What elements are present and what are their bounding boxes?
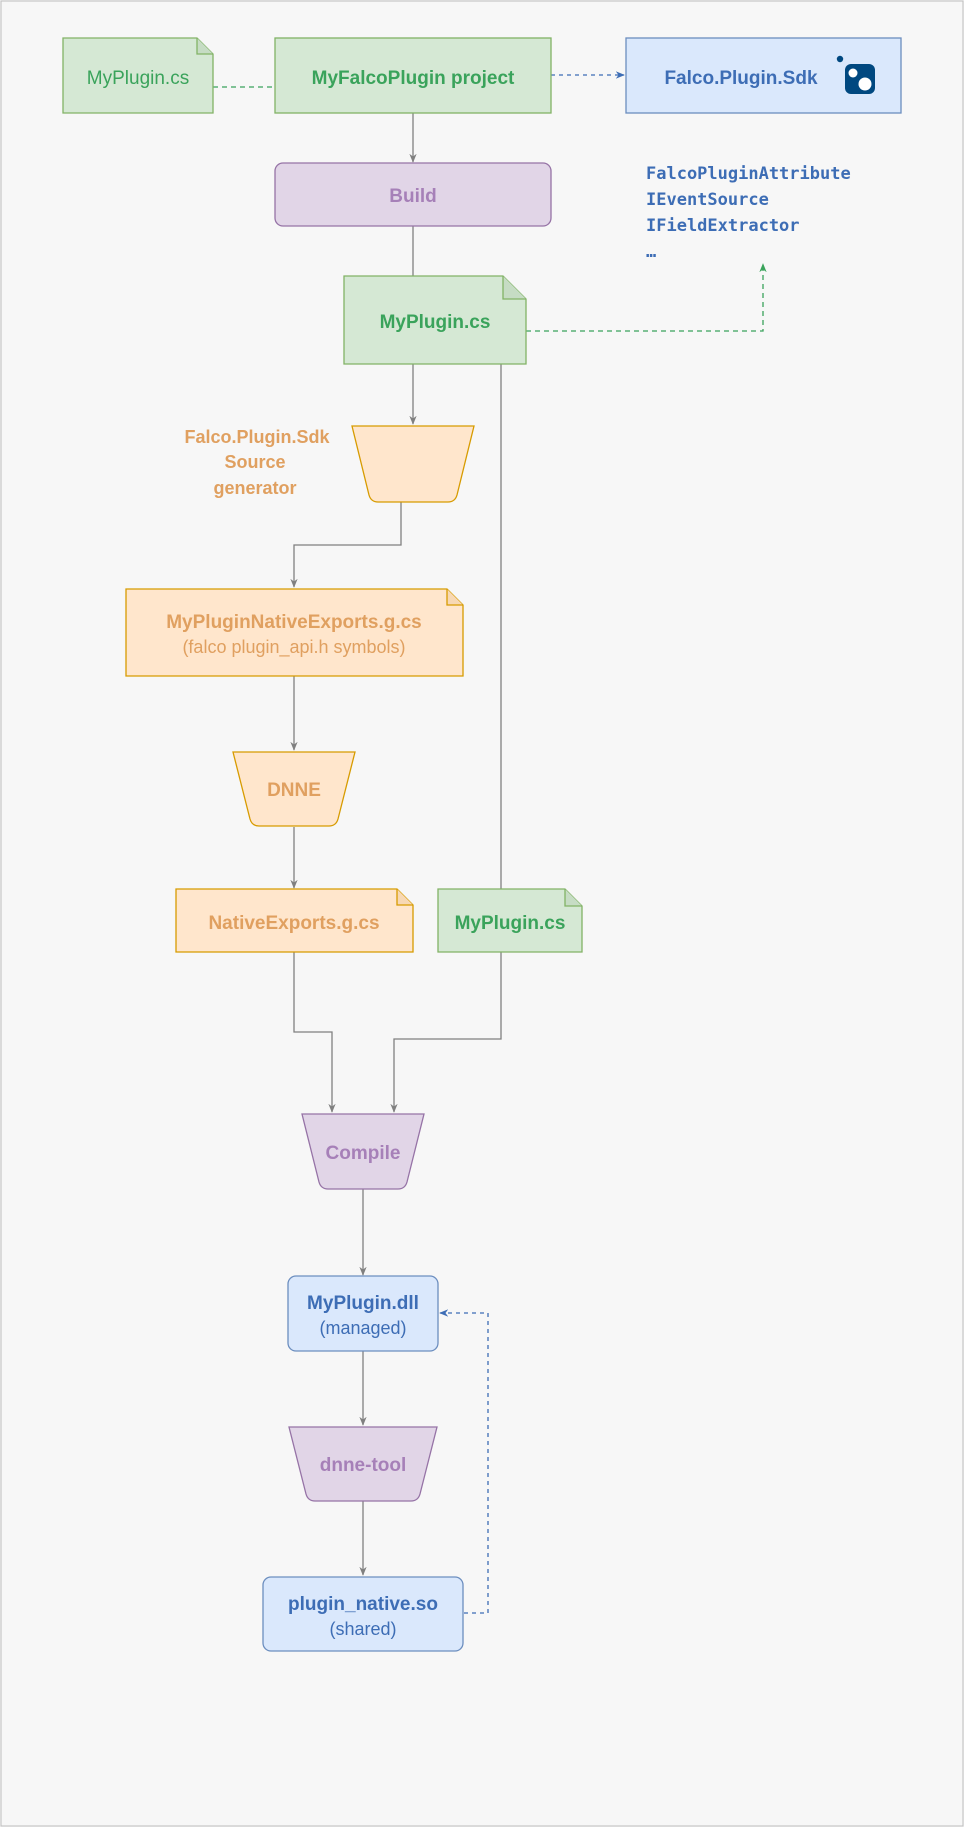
sdk-type-item: IEventSource	[646, 190, 769, 210]
sdk-type-item: IFieldExtractor	[646, 216, 800, 236]
myplugin-cs-top-label: MyPlugin.cs	[87, 68, 189, 89]
dll-node: MyPlugin.dll (managed)	[287, 1275, 439, 1352]
sdk-type-item: FalcoPluginAttribute	[646, 164, 851, 184]
sdk-type-item: …	[646, 242, 656, 262]
compile-label: Compile	[326, 1143, 401, 1164]
native-exports-gen-title: MyPluginNativeExports.g.cs	[166, 612, 422, 633]
dll-subtitle: (managed)	[319, 1318, 406, 1338]
build-label: Build	[389, 186, 437, 207]
native-exports-label: NativeExports.g.cs	[208, 913, 379, 934]
build-node: Build	[274, 162, 552, 227]
native-so-title: plugin_native.so	[288, 1594, 438, 1615]
myplugin-cs-top-node: MyPlugin.cs	[62, 37, 214, 114]
sdk-label: Falco.Plugin.Sdk	[664, 68, 818, 89]
native-exports-node: NativeExports.g.cs	[175, 888, 414, 953]
generator-to-exports-arrow	[290, 502, 402, 588]
myplugin-cs-mid-label: MyPlugin.cs	[380, 312, 491, 333]
compile-node: Compile	[301, 1113, 425, 1190]
nuget-icon	[836, 55, 875, 94]
source-generator-node	[351, 425, 475, 503]
dnne-label: DNNE	[267, 780, 321, 801]
myplugin-cs-low-node: MyPlugin.cs	[437, 888, 583, 953]
so-to-dll-arrow	[439, 1309, 489, 1614]
native-exports-gen-node: MyPluginNativeExports.g.cs (falco plugin…	[125, 588, 464, 677]
sdk-node: Falco.Plugin.Sdk	[625, 37, 902, 114]
source-generator-label-line: generator	[213, 478, 296, 498]
dll-title: MyPlugin.dll	[307, 1293, 419, 1314]
native-so-node: plugin_native.so (shared)	[262, 1576, 464, 1652]
native-exports-gen-subtitle: (falco plugin_api.h symbols)	[182, 637, 405, 658]
dnne-tool-label: dnne-tool	[320, 1455, 407, 1476]
project-node: MyFalcoPlugin project	[274, 37, 552, 114]
myplugin-cs-low-label: MyPlugin.cs	[455, 913, 566, 934]
native-so-subtitle: (shared)	[329, 1619, 396, 1639]
file-to-sdk-types-arrow	[526, 263, 767, 332]
source-generator-label-line: Source	[224, 452, 285, 472]
project-label: MyFalcoPlugin project	[312, 68, 515, 89]
dnne-tool-node: dnne-tool	[288, 1426, 438, 1502]
source-generator-label-line: Falco.Plugin.Sdk	[184, 427, 330, 447]
file-to-compile-arrow	[390, 952, 502, 1113]
source-generator-label: Falco.Plugin.Sdk Source generator	[184, 427, 330, 498]
native-exports-to-compile-arrow	[293, 952, 336, 1113]
myplugin-cs-mid-node: MyPlugin.cs	[343, 275, 527, 365]
dnne-node: DNNE	[232, 751, 356, 827]
sdk-types-list: FalcoPluginAttribute IEventSource IField…	[646, 164, 851, 262]
